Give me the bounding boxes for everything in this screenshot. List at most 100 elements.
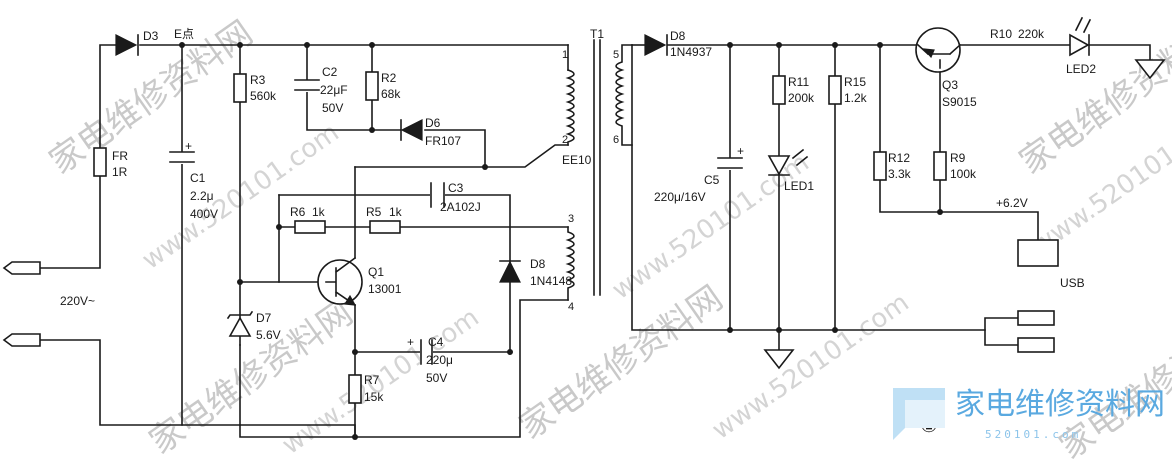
svg-text:50V: 50V (426, 371, 447, 385)
resistor-r10: R10 220k (990, 27, 1045, 41)
site-logo: 家电维修资料网 520101.com (893, 387, 1165, 441)
svg-text:D6: D6 (425, 116, 441, 130)
svg-text:R10: R10 (990, 27, 1012, 41)
svg-text:FR107: FR107 (425, 134, 461, 148)
ac-plug-top (2, 261, 41, 275)
svg-text:D3: D3 (143, 29, 159, 43)
resistor-r7: R7 15k (348, 373, 384, 404)
output-terminal-top (1017, 310, 1055, 326)
svg-text:220k: 220k (1018, 27, 1045, 41)
output-voltage-label: +6.2V (996, 196, 1028, 210)
svg-text:C1: C1 (190, 171, 206, 185)
svg-text:C3: C3 (448, 181, 464, 195)
transistor-q1: Q1 13001 (317, 256, 402, 307)
svg-text:100k: 100k (950, 167, 977, 181)
svg-text:2A102J: 2A102J (440, 200, 481, 214)
resistor-r2: R2 68k (365, 71, 401, 101)
svg-text:3: 3 (568, 213, 574, 225)
svg-text:R11: R11 (788, 75, 809, 89)
svg-text:560k: 560k (250, 89, 277, 103)
diode-d8-primary: D8 1N4148 (499, 257, 572, 288)
svg-text:6: 6 (613, 134, 619, 146)
svg-text:R15: R15 (844, 75, 866, 89)
svg-text:D8: D8 (530, 257, 546, 271)
junctions (179, 42, 943, 440)
svg-text:200k: 200k (788, 91, 815, 105)
watermark-cn-3: 家电维修资料网 (512, 278, 730, 447)
transformer-t1: T1 1 2 3 4 5 6 EE10 (562, 27, 633, 313)
core-type-label: EE10 (562, 153, 592, 167)
usb-label: USB (1060, 276, 1085, 290)
svg-text:400V: 400V (190, 207, 218, 221)
svg-text:R2: R2 (381, 71, 397, 85)
svg-text:R12: R12 (888, 151, 910, 165)
e-point-label: E点 (174, 27, 194, 41)
ac-plug-bottom (2, 333, 41, 347)
svg-text:1N4148: 1N4148 (530, 274, 572, 288)
svg-text:R9: R9 (950, 151, 966, 165)
svg-text:R5: R5 (366, 205, 382, 219)
svg-text:R7: R7 (364, 373, 380, 387)
svg-text:5: 5 (613, 49, 619, 61)
ac-input-label: 220V~ (60, 294, 95, 308)
svg-text:Q1: Q1 (368, 265, 384, 279)
svg-text:5.6V: 5.6V (256, 328, 281, 342)
diode-d6: D6 FR107 (400, 116, 461, 148)
svg-text:+: + (185, 139, 192, 153)
svg-text:R6: R6 (290, 205, 306, 219)
capacitor-c1: + C1 2.2μ 400V (169, 139, 218, 221)
svg-text:C4: C4 (428, 335, 444, 349)
output-terminal-bottom (1017, 337, 1055, 353)
svg-text:S9015: S9015 (942, 95, 977, 109)
svg-text:4: 4 (568, 301, 574, 313)
svg-text:13001: 13001 (368, 282, 402, 296)
svg-text:1k: 1k (389, 205, 403, 219)
ground-symbol-secondary (763, 349, 795, 370)
fuse-resistor-fr: FR 1R (93, 147, 128, 179)
resistor-r11: R11 200k (772, 75, 815, 105)
svg-text:1: 1 (562, 49, 568, 61)
svg-text:2: 2 (562, 134, 568, 146)
resistor-r5: R5 1k (366, 205, 403, 234)
svg-text:+: + (407, 335, 414, 349)
watermark-url-3: www.520101.com (607, 148, 815, 306)
svg-text:Q3: Q3 (942, 78, 958, 92)
svg-text:220μ/16V: 220μ/16V (654, 190, 706, 204)
svg-text:15k: 15k (364, 390, 384, 404)
resistor-r12: R12 3.3k (873, 151, 912, 181)
svg-text:C2: C2 (322, 65, 338, 79)
svg-text:C5: C5 (704, 173, 720, 187)
svg-text:220μ: 220μ (426, 353, 453, 367)
svg-text:68k: 68k (381, 87, 401, 101)
svg-text:D7: D7 (256, 311, 272, 325)
led-led2: LED2 (1066, 16, 1096, 76)
svg-text:D8: D8 (670, 29, 686, 43)
watermark-url-5: www.520101.com (707, 288, 915, 446)
resistor-r3: R3 560k (233, 73, 277, 103)
svg-text:1N4937: 1N4937 (670, 45, 712, 59)
resistor-r6: R6 1k (290, 205, 326, 234)
capacitor-c3: C3 2A102J (430, 181, 481, 214)
svg-text:1R: 1R (112, 165, 128, 179)
svg-text:2.2μ: 2.2μ (190, 189, 214, 203)
svg-text:LED2: LED2 (1066, 62, 1096, 76)
svg-text:T1: T1 (590, 27, 604, 41)
svg-text:FR: FR (112, 149, 128, 163)
ground-symbol-led2 (1134, 59, 1166, 80)
led-led1: LED1 (767, 148, 814, 193)
resistor-r15: R15 1.2k (828, 75, 868, 105)
svg-text:520101.com: 520101.com (985, 428, 1081, 441)
usb-connector (1017, 239, 1059, 267)
svg-text:+: + (737, 144, 744, 158)
svg-text:家电维修资料网: 家电维修资料网 (955, 387, 1165, 422)
svg-text:50V: 50V (322, 101, 343, 115)
zener-diode-d7: D7 5.6V (226, 310, 281, 342)
svg-text:R3: R3 (250, 73, 266, 87)
capacitor-c4: + C4 220μ 50V (407, 335, 453, 385)
transistor-q3: Q3 S9015 (915, 27, 977, 109)
resistor-r9: R9 100k (933, 151, 977, 181)
capacitor-c2: C2 22μF 50V (294, 65, 348, 115)
svg-text:1.2k: 1.2k (844, 91, 868, 105)
capacitor-c5: + C5 220μ/16V (654, 144, 744, 204)
svg-text:3.3k: 3.3k (888, 167, 912, 181)
